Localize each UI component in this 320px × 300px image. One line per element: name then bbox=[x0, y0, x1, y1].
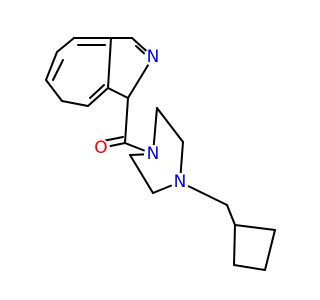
bond-pip-2 bbox=[156, 107, 184, 143]
bond-cb-3 bbox=[264, 229, 276, 271]
bond-ch2-cb bbox=[226, 204, 236, 226]
bond-cb-1 bbox=[233, 224, 236, 266]
bond-double-inner-3 bbox=[89, 84, 105, 99]
n-isoquinoline-label: N bbox=[147, 47, 160, 67]
bond-benzo-5 bbox=[45, 79, 63, 102]
bond-benzo-3 bbox=[87, 87, 109, 107]
bond-cb-4 bbox=[234, 224, 276, 231]
bond-c1-carbonyl bbox=[124, 97, 129, 144]
o-carbonyl-label: O bbox=[94, 138, 107, 158]
bond-benzo-4 bbox=[61, 100, 89, 107]
bond-cb-2 bbox=[233, 264, 266, 271]
o-carbonyl-label-background bbox=[92, 139, 110, 157]
n-piperazine-alkyl-label-background bbox=[171, 173, 189, 191]
bond-benzo-1 bbox=[56, 37, 75, 53]
n-piperazine-amide-label: N bbox=[147, 144, 160, 164]
bond-layer bbox=[45, 37, 276, 271]
bond-ring-fusion bbox=[107, 37, 112, 89]
n-isoquinoline-label-background bbox=[144, 48, 162, 66]
bond-benzo-6 bbox=[45, 51, 58, 81]
bond-carbonyl-o-2 bbox=[102, 136, 124, 142]
bond-c1-c8a bbox=[107, 87, 129, 99]
n-piperazine-alkyl-label: N bbox=[174, 172, 187, 192]
n-piperazine-amide-label-background bbox=[144, 145, 162, 163]
bond-pip-5 bbox=[129, 154, 154, 194]
bond-double-inner-2 bbox=[52, 59, 64, 81]
